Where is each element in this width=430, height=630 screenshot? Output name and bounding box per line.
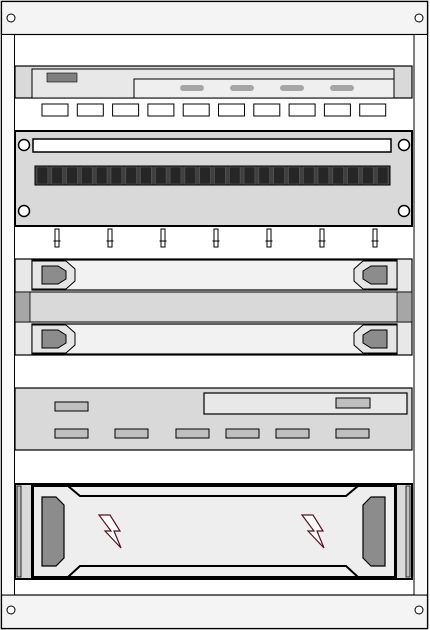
patch-port: [155, 166, 167, 185]
appliance-button: [175, 428, 210, 439]
network-appliance: [14, 387, 413, 451]
patch-port: [332, 166, 344, 185]
drive-handle-left: [41, 265, 67, 285]
network-appliance-status-light: [54, 401, 89, 412]
switch-port: [359, 103, 387, 117]
switch-port: [76, 103, 104, 117]
rack-screw-top-right: [414, 13, 424, 23]
top-switch: [14, 65, 413, 117]
patch-panel-screw: [17, 204, 31, 218]
patch-port: [66, 166, 78, 185]
power-supply-handle-left: [41, 496, 65, 567]
patch-port: [110, 166, 123, 185]
rack-screw-bottom-left: [6, 605, 16, 615]
patch-cable: [54, 228, 60, 248]
power-supply-handle-right: [362, 496, 386, 567]
drive-tray-bottom: [31, 323, 398, 355]
switch-port: [288, 103, 316, 117]
patch-port: [347, 166, 359, 185]
patch-port: [125, 166, 137, 185]
switch-port: [112, 103, 140, 117]
network-appliance-display: [203, 392, 408, 415]
patch-port: [140, 166, 152, 185]
patch-port: [95, 166, 108, 185]
rack-top-plate: [0, 0, 429, 36]
switch-indicator: [180, 85, 204, 91]
patch-port: [302, 166, 315, 185]
storage-drives-left-ear: [14, 291, 31, 323]
patch-port: [288, 166, 300, 185]
patch-panel-label-strip: [32, 138, 392, 153]
drive-handle-right: [362, 329, 388, 349]
appliance-button: [335, 428, 370, 439]
rack-left-rail: [1, 34, 15, 596]
power-supply: [14, 483, 413, 580]
switch-indicator: [230, 85, 254, 91]
switch-port: [182, 103, 210, 117]
patch-panel-screw: [397, 204, 411, 218]
drive-handle-right: [362, 265, 388, 285]
rack-screw-top-left: [6, 13, 16, 23]
patch-panel: [14, 130, 413, 248]
top-switch-indicators: [180, 85, 354, 91]
patch-port: [243, 166, 256, 185]
appliance-button: [275, 428, 310, 439]
top-switch-badge: [46, 72, 78, 83]
lightning-icon: [97, 514, 122, 549]
appliance-button: [114, 428, 149, 439]
patch-port: [362, 166, 374, 185]
top-switch-indicator-strip: [133, 78, 395, 99]
appliance-button: [54, 428, 89, 439]
power-supply-front: [32, 485, 396, 578]
switch-port: [253, 103, 281, 117]
switch-port: [323, 103, 351, 117]
patch-cable: [107, 228, 113, 248]
switch-port: [218, 103, 245, 117]
patch-port: [273, 166, 285, 185]
patch-port: [258, 166, 270, 185]
patch-port: [229, 166, 241, 185]
top-switch-ports: [41, 103, 387, 117]
switch-indicator: [330, 85, 354, 91]
patch-port: [81, 166, 93, 185]
switch-indicator: [280, 85, 304, 91]
lightning-icon: [300, 514, 325, 549]
rack-screw-bottom-right: [414, 605, 424, 615]
appliance-button: [225, 428, 260, 439]
patch-cable: [266, 228, 272, 248]
drive-tray-top: [31, 259, 398, 291]
patch-port: [214, 166, 226, 185]
network-appliance-display-button: [335, 397, 371, 409]
rack-right-rail: [413, 34, 428, 596]
patch-port: [51, 166, 63, 185]
patch-port: [317, 166, 330, 185]
patch-cable: [160, 228, 166, 248]
switch-port: [147, 103, 175, 117]
patch-panel-cables: [53, 228, 379, 248]
patch-panel-screw: [17, 138, 31, 152]
storage-drives-right-ear: [396, 291, 413, 323]
patch-panel-port-row: [34, 165, 391, 186]
patch-port: [376, 166, 389, 185]
patch-port: [169, 166, 182, 185]
patch-port: [184, 166, 196, 185]
storage-drives: [14, 258, 413, 356]
patch-cable: [213, 228, 219, 248]
rack-bottom-plate: [0, 594, 429, 630]
storage-drives-middle-bay: [14, 291, 413, 323]
patch-port: [199, 166, 211, 185]
patch-panel-ports: [36, 166, 389, 185]
patch-cable: [372, 228, 378, 248]
network-appliance-buttons: [54, 428, 370, 439]
patch-panel-screw: [397, 138, 411, 152]
patch-port: [36, 166, 49, 185]
drive-handle-left: [41, 329, 67, 349]
switch-port: [41, 103, 69, 117]
patch-cable: [319, 228, 325, 248]
